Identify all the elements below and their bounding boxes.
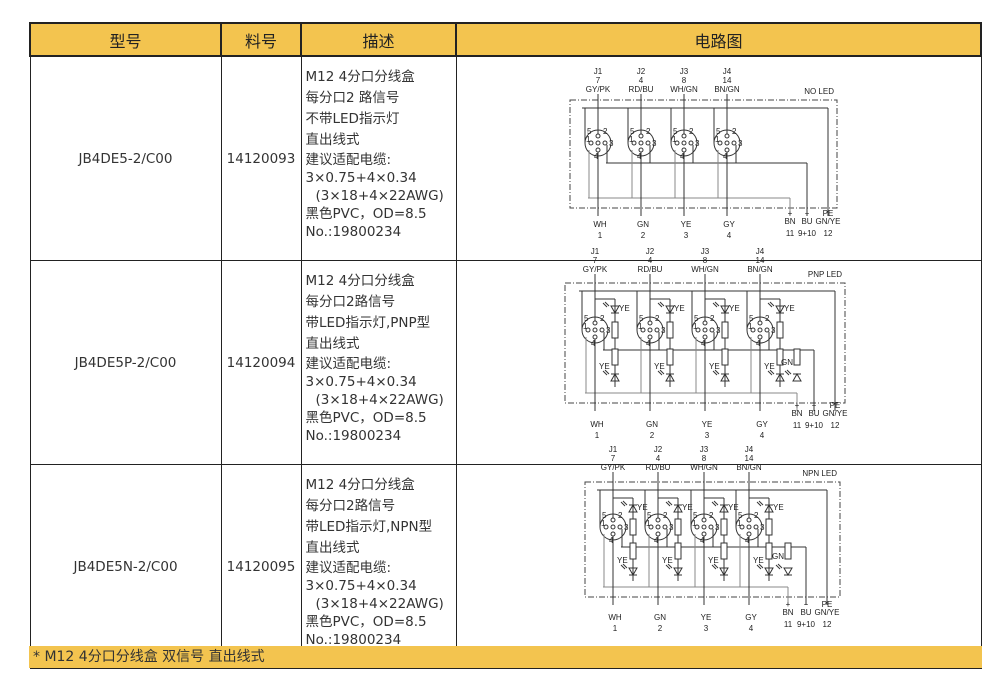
cable-line: 黑色PVC，OD=8.5 <box>305 614 427 630</box>
description-line: 带LED指示灯,PNP型 <box>305 315 431 331</box>
description-line: 直出线式 <box>305 336 360 352</box>
header-description: 描述 <box>300 22 457 57</box>
cable-line: 建议适配电缆: <box>305 152 392 168</box>
description-line: 每分口2路信号 <box>305 294 396 310</box>
part-no-cell: 14120094 <box>220 260 302 465</box>
circuit-diagram-cell <box>455 55 982 261</box>
cable-line: No.:19800234 <box>305 632 402 648</box>
header-model: 型号 <box>29 22 222 57</box>
table-header: 型号 料号 描述 电路图 <box>29 22 982 57</box>
description-line: M12 4分口分线盒 <box>305 273 415 289</box>
description-line: 直出线式 <box>305 540 360 556</box>
description-line: M12 4分口分线盒 <box>305 69 415 85</box>
circuit-diagram-cell <box>455 464 982 669</box>
description-line: M12 4分口分线盒 <box>305 477 415 493</box>
header-part-no: 料号 <box>220 22 302 57</box>
cable-line: 建议适配电缆: <box>305 560 392 576</box>
description-line: 直出线式 <box>305 132 360 148</box>
model-cell: JB4DE5P-2/C00 <box>29 260 222 465</box>
description-line: 每分口2路信号 <box>305 498 396 514</box>
description-cell: M12 4分口分线盒每分口2路信号带LED指示灯,PNP型直出线式建议适配电缆:… <box>300 260 457 465</box>
model-cell: JB4DE5N-2/C00 <box>29 464 222 669</box>
description-line: 不带LED指示灯 <box>305 111 400 127</box>
part-no-cell: 14120095 <box>220 464 302 669</box>
cable-line: 建议适配电缆: <box>305 356 392 372</box>
part-no-cell: 14120093 <box>220 55 302 261</box>
cable-line: (3×18+4×22AWG) <box>315 596 444 612</box>
header-circuit: 电路图 <box>455 22 982 57</box>
footer-note: * M12 4分口分线盒 双信号 直出线式 <box>29 646 982 668</box>
cable-line: (3×18+4×22AWG) <box>315 188 444 204</box>
cable-line: 黑色PVC，OD=8.5 <box>305 410 427 426</box>
description-cell: M12 4分口分线盒每分口2 路信号不带LED指示灯直出线式建议适配电缆: 3×0… <box>300 55 457 261</box>
description-line: 带LED指示灯,NPN型 <box>305 519 433 535</box>
cable-line: 黑色PVC，OD=8.5 <box>305 206 427 222</box>
circuit-diagram-cell <box>455 260 982 465</box>
cable-line: 3×0.75+4×0.34 <box>305 170 417 186</box>
cable-line: No.:19800234 <box>305 428 402 444</box>
description-line: 每分口2 路信号 <box>305 90 400 106</box>
cable-line: 3×0.75+4×0.34 <box>305 578 417 594</box>
cable-line: 3×0.75+4×0.34 <box>305 374 417 390</box>
description-cell: M12 4分口分线盒每分口2路信号带LED指示灯,NPN型直出线式建议适配电缆:… <box>300 464 457 669</box>
cable-line: (3×18+4×22AWG) <box>315 392 444 408</box>
model-cell: JB4DE5-2/C00 <box>29 55 222 261</box>
cable-line: No.:19800234 <box>305 224 402 240</box>
